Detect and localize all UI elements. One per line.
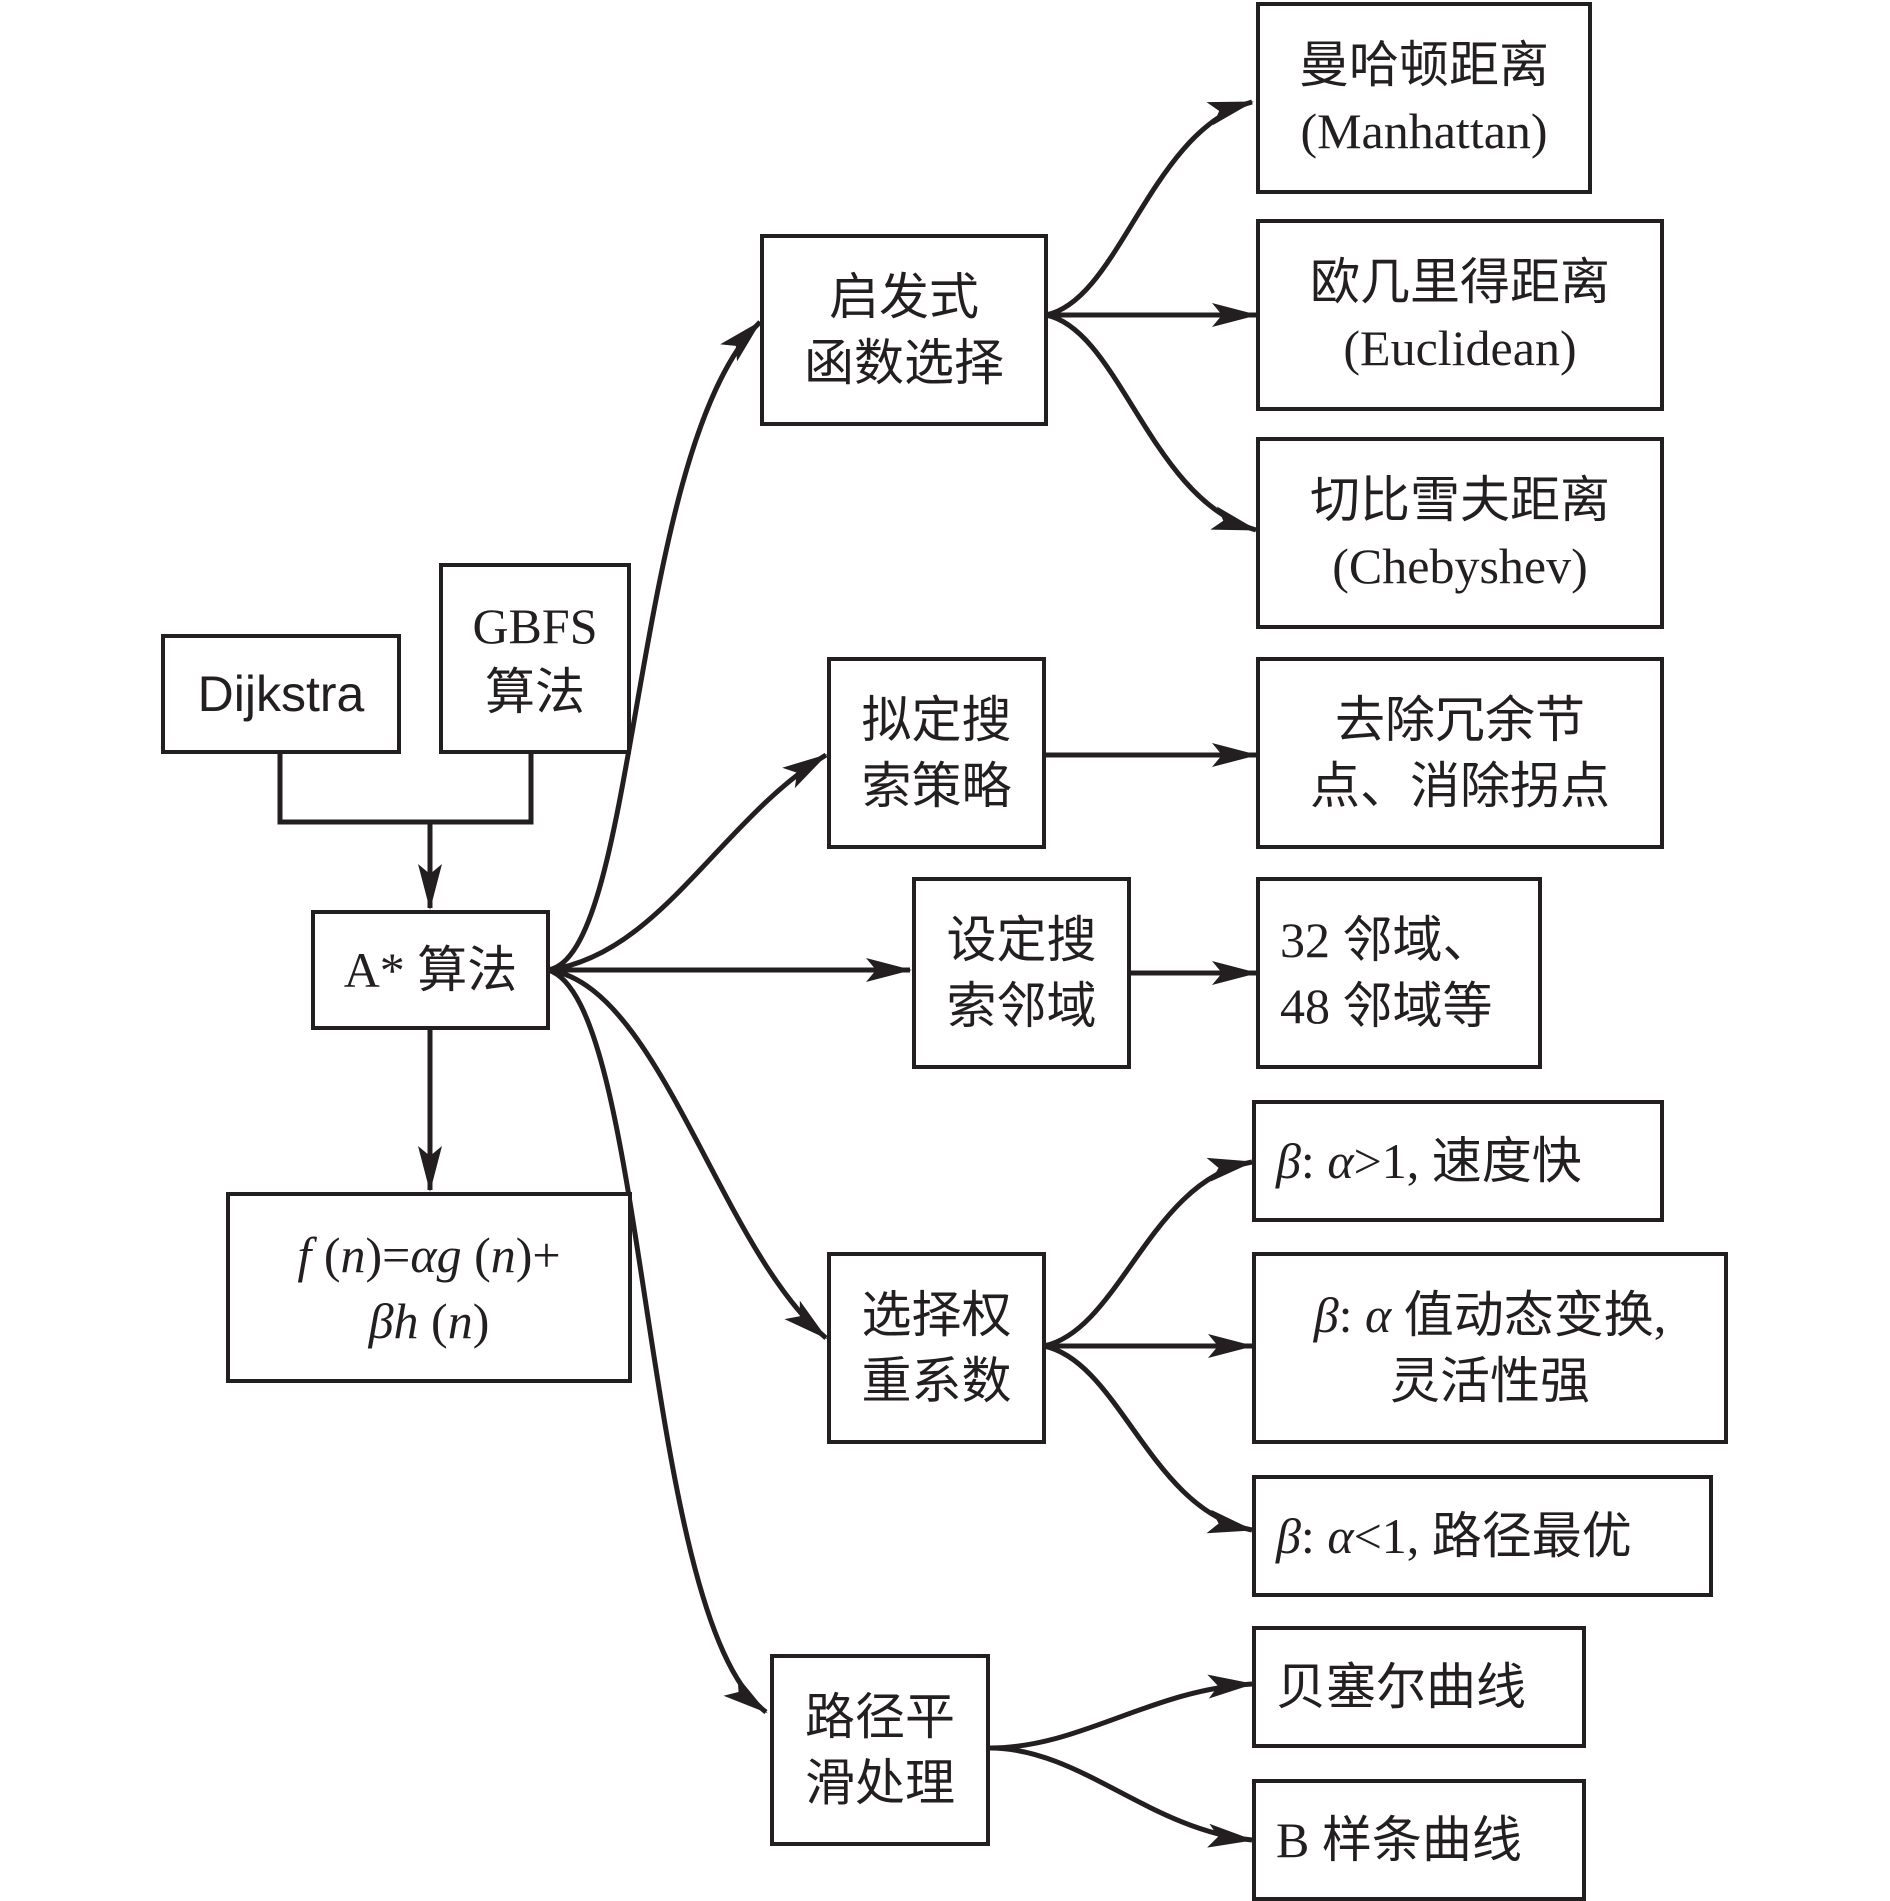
w-fast-colon: :	[1300, 1133, 1328, 1189]
formula-p4: )+	[515, 1226, 561, 1283]
arrow-to-strategy	[547, 752, 828, 973]
arrow-to-bspline	[989, 1745, 1254, 1848]
node-strategy-line2: 索策略	[861, 758, 1012, 814]
formula-line2: βh (n)	[369, 1288, 490, 1354]
node-weights: 选择权 重系数	[827, 1252, 1046, 1444]
node-neighbor-sizes-line1: 32 邻域、	[1280, 912, 1493, 968]
node-bspline-label: B 样条曲线	[1276, 1812, 1522, 1868]
node-weights-line2: 重系数	[861, 1353, 1012, 1409]
node-dijkstra-label: Dijkstra	[197, 666, 365, 722]
w-optimal-beta: β	[1276, 1508, 1301, 1564]
w-dynamic-beta: β	[1313, 1287, 1339, 1343]
w-fast-rest: >1, 速度快	[1353, 1133, 1582, 1189]
arrow-to-bezier	[989, 1674, 1254, 1751]
arrow-to-heuristic	[547, 320, 762, 973]
formula-f: f	[297, 1226, 312, 1283]
node-chebyshev: 切比雪夫距离 (Chebyshev)	[1256, 437, 1664, 629]
node-w-optimal-label: β: α<1, 路径最优	[1276, 1503, 1632, 1569]
node-formula: f (n)=αg (n)+ βh (n)	[226, 1192, 632, 1383]
w-dynamic-colon: :	[1338, 1287, 1366, 1343]
connector-dijkstra	[277, 752, 430, 825]
node-astar: A* 算法	[311, 910, 550, 1030]
node-neighborhood-line2: 索邻域	[946, 978, 1097, 1034]
formula-beta: β	[368, 1292, 394, 1349]
node-weights-line1: 选择权	[861, 1287, 1012, 1343]
formula-p2: )=	[365, 1226, 411, 1283]
formula-n3: n	[447, 1292, 473, 1349]
node-heuristic: 启发式 函数选择	[760, 234, 1048, 426]
arrow-to-weights	[547, 967, 828, 1340]
connector-gbfs	[430, 752, 534, 825]
node-heuristic-line1: 启发式	[829, 269, 979, 325]
node-bezier: 贝塞尔曲线	[1252, 1626, 1586, 1748]
arrow-to-w-fast	[1043, 1157, 1254, 1349]
node-w-dynamic: β: α 值动态变换, 灵活性强	[1252, 1252, 1728, 1444]
node-neighborhood-line1: 设定搜	[946, 912, 1097, 968]
formula-p5: (	[418, 1292, 448, 1349]
node-neighbor-sizes-line2: 48 邻域等	[1280, 978, 1493, 1034]
node-redundant: 去除冗余节 点、消除拐点	[1256, 657, 1664, 849]
node-w-optimal: β: α<1, 路径最优	[1252, 1475, 1713, 1597]
arrow-to-w-optimal	[1043, 1343, 1254, 1534]
node-chebyshev-line1: 切比雪夫距离	[1310, 472, 1610, 528]
formula-alpha: α	[410, 1226, 437, 1283]
node-w-dynamic-line1: β: α 值动态变换,	[1314, 1282, 1667, 1348]
node-redundant-line2: 点、消除拐点	[1310, 758, 1610, 814]
formula-line1: f (n)=αg (n)+	[297, 1222, 560, 1288]
node-strategy-line1: 拟定搜	[861, 692, 1012, 748]
w-fast-alpha: α	[1327, 1133, 1354, 1189]
w-optimal-rest: <1, 路径最优	[1353, 1508, 1632, 1564]
node-manhattan-line1: 曼哈顿距离	[1299, 37, 1549, 93]
node-w-dynamic-line2: 灵活性强	[1390, 1353, 1590, 1409]
arrow-to-chebyshev	[1045, 312, 1258, 533]
formula-p1: (	[311, 1226, 341, 1283]
formula-g: g	[436, 1226, 462, 1283]
formula-p6: )	[472, 1292, 490, 1349]
node-bspline: B 样条曲线	[1252, 1779, 1586, 1901]
node-euclidean-line1: 欧几里得距离	[1310, 254, 1610, 310]
arrow-to-manhattan	[1045, 99, 1254, 318]
node-manhattan-line2: (Manhattan)	[1300, 103, 1548, 159]
node-smoothing: 路径平 滑处理	[770, 1654, 990, 1846]
w-fast-beta: β	[1276, 1133, 1301, 1189]
node-heuristic-line2: 函数选择	[804, 335, 1004, 391]
w-optimal-colon: :	[1300, 1508, 1328, 1564]
node-euclidean: 欧几里得距离 (Euclidean)	[1256, 219, 1664, 411]
w-optimal-alpha: α	[1327, 1508, 1354, 1564]
node-astar-label: A* 算法	[343, 942, 518, 998]
formula-h: h	[393, 1292, 419, 1349]
w-dynamic-rest: 值动态变换,	[1391, 1287, 1667, 1343]
node-manhattan: 曼哈顿距离 (Manhattan)	[1256, 2, 1592, 194]
node-w-fast: β: α>1, 速度快	[1252, 1100, 1664, 1222]
node-smoothing-line1: 路径平	[805, 1689, 955, 1745]
node-neighborhood: 设定搜 索邻域	[912, 877, 1131, 1069]
node-w-fast-label: β: α>1, 速度快	[1276, 1128, 1582, 1194]
formula-p3: (	[461, 1226, 491, 1283]
node-dijkstra: Dijkstra	[161, 634, 401, 754]
node-redundant-line1: 去除冗余节	[1335, 692, 1585, 748]
formula-n1: n	[340, 1226, 366, 1283]
node-chebyshev-line2: (Chebyshev)	[1332, 538, 1588, 594]
node-smoothing-line2: 滑处理	[805, 1755, 955, 1811]
node-strategy: 拟定搜 索策略	[827, 657, 1046, 849]
node-neighbor-sizes: 32 邻域、 48 邻域等	[1256, 877, 1542, 1069]
node-bezier-label: 贝塞尔曲线	[1276, 1659, 1526, 1715]
arrow-to-smoothing	[547, 967, 768, 1715]
node-gbfs: GBFS 算法	[439, 563, 631, 754]
node-gbfs-line1: GBFS	[472, 597, 598, 654]
node-gbfs-line2: 算法	[485, 663, 585, 720]
formula-n2: n	[490, 1226, 516, 1283]
w-dynamic-alpha: α	[1365, 1287, 1392, 1343]
node-euclidean-line2: (Euclidean)	[1343, 320, 1577, 376]
